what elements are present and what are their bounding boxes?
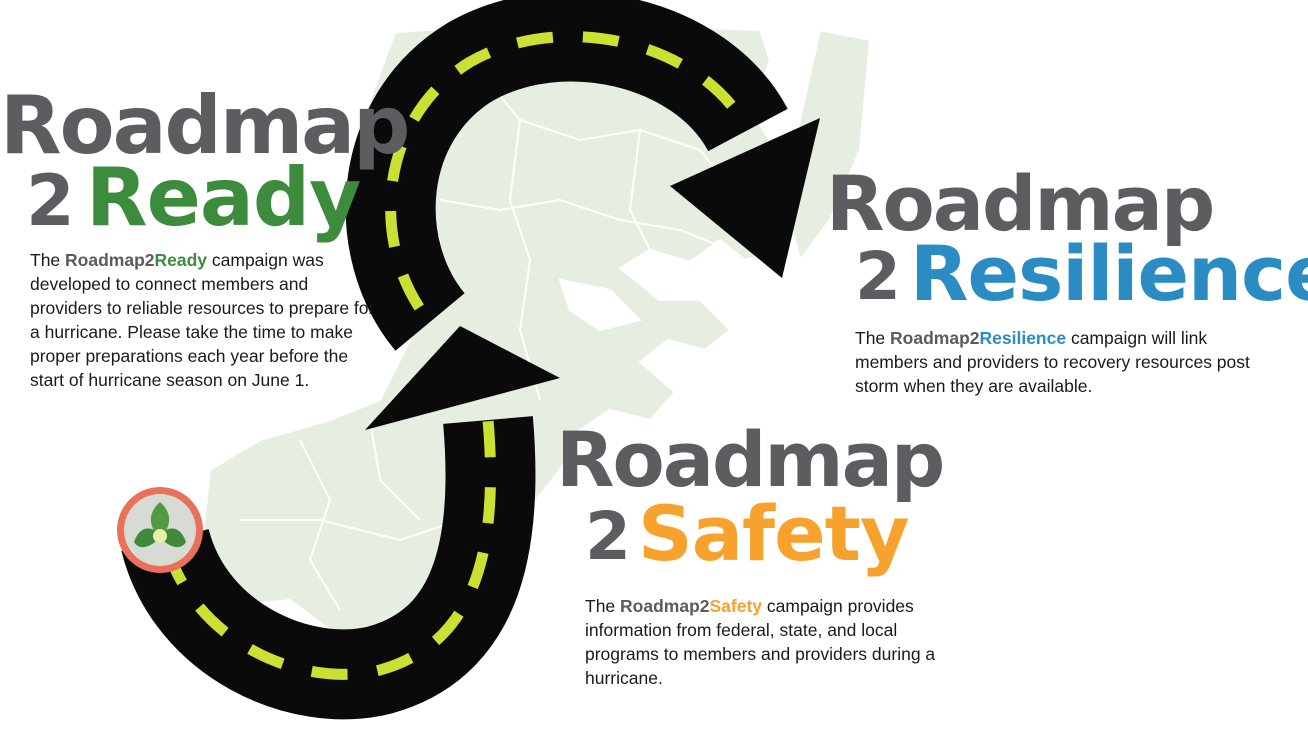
- top-road-dashes: [385, 31, 753, 326]
- safety-title-accent: Safety: [638, 489, 910, 578]
- ready-title-number: 2: [26, 160, 75, 242]
- ready-description: The Roadmap2Ready campaign was developed…: [30, 248, 375, 392]
- resilience-desc-name-accent: Resilience: [979, 328, 1067, 348]
- top-arrowhead-icon: [670, 118, 820, 278]
- ready-desc-before: The: [30, 250, 66, 270]
- resilience-description: The Roadmap2Resilience campaign will lin…: [855, 326, 1280, 398]
- safety-desc-name-gray: Roadmap2: [620, 596, 710, 616]
- resilience-desc-before: The: [855, 328, 891, 348]
- safety-desc-before: The: [585, 596, 621, 616]
- resilience-desc-name-gray: Roadmap2: [890, 328, 980, 348]
- resilience-desc-after: campaign will link members and providers…: [855, 328, 1250, 396]
- resilience-title-number: 2: [855, 238, 901, 315]
- resilience-title-word: Roadmap: [826, 159, 1215, 248]
- resilience-title-accent: Resilience: [910, 229, 1308, 318]
- safety-desc-after: campaign provides information from feder…: [585, 596, 936, 688]
- bottom-arrowhead-icon: [365, 326, 560, 430]
- safety-title-word: Roadmap: [556, 415, 945, 504]
- bottom-road-arrow: [121, 326, 560, 720]
- region-borders: [240, 59, 741, 611]
- top-road-arrow: [345, 0, 820, 351]
- ready-desc-name-accent: Ready: [154, 250, 208, 270]
- ready-title-accent: Ready: [86, 151, 361, 244]
- ready-desc-after: campaign was developed to connect member…: [30, 250, 375, 390]
- ready-title-word: Roadmap: [0, 79, 410, 172]
- safety-description: The Roadmap2Safety campaign provides inf…: [585, 594, 975, 690]
- safety-desc-name-accent: Safety: [709, 596, 763, 616]
- ready-desc-name-gray: Roadmap2: [65, 250, 155, 270]
- safety-title-number: 2: [585, 498, 631, 575]
- trillium-leaf-logo-icon: [117, 487, 203, 573]
- bottom-road-dashes: [159, 419, 496, 680]
